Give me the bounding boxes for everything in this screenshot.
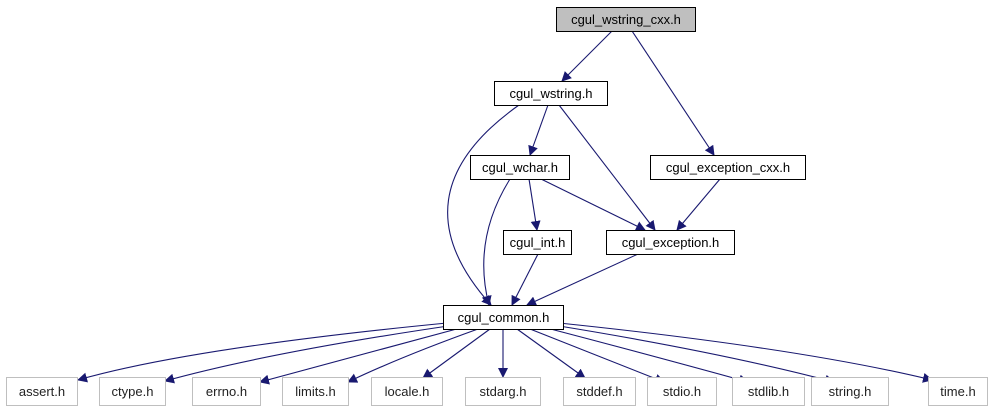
node-cgul-exception[interactable]: cgul_exception.h — [606, 230, 735, 255]
node-box-cgul-common — [443, 305, 564, 330]
edge-cgul-wchar-to-cgul-common — [481, 178, 511, 306]
edge-cgul-exception-to-cgul-common — [526, 253, 639, 306]
node-label-stdarg: stdarg.h — [480, 384, 527, 399]
node-box-cgul-int — [503, 230, 572, 255]
node-box-locale — [371, 377, 443, 406]
node-cgul-wstring-cxx[interactable]: cgul_wstring_cxx.h — [556, 7, 696, 32]
node-label-errno: errno.h — [206, 384, 247, 399]
node-label-cgul-int: cgul_int.h — [510, 235, 566, 250]
node-locale[interactable]: locale.h — [371, 377, 443, 406]
edge-cgul-common-to-time — [558, 322, 933, 383]
node-cgul-int[interactable]: cgul_int.h — [503, 230, 572, 255]
node-stddef[interactable]: stddef.h — [563, 377, 636, 406]
node-limits[interactable]: limits.h — [282, 377, 349, 406]
node-box-stdarg — [465, 377, 541, 406]
edge-cgul-wstring-to-cgul-exception — [558, 104, 656, 231]
node-label-cgul-wchar: cgul_wchar.h — [482, 160, 558, 175]
edges-layer — [77, 30, 933, 385]
node-label-stddef: stddef.h — [576, 384, 622, 399]
node-label-locale: locale.h — [385, 384, 430, 399]
node-box-errno — [192, 377, 261, 406]
node-label-cgul-exception-cxx: cgul_exception_cxx.h — [666, 160, 790, 175]
node-box-limits — [282, 377, 349, 406]
edge-cgul-common-to-errno — [259, 326, 465, 385]
edge-cgul-common-to-assert — [77, 322, 448, 383]
edge-cgul-common-to-limits — [347, 328, 479, 383]
node-box-time — [928, 377, 988, 406]
node-cgul-wstring[interactable]: cgul_wstring.h — [494, 81, 608, 106]
node-box-ctype — [99, 377, 166, 406]
node-label-string: string.h — [829, 384, 872, 399]
node-box-cgul-exception — [606, 230, 735, 255]
edge-cgul-common-to-ctype — [164, 324, 456, 384]
node-label-ctype: ctype.h — [112, 384, 154, 399]
node-errno[interactable]: errno.h — [192, 377, 261, 406]
node-stdio[interactable]: stdio.h — [647, 377, 717, 406]
edge-cgul-wstring-cxx-to-cgul-exception-cxx — [631, 30, 715, 156]
node-stdlib[interactable]: stdlib.h — [732, 377, 805, 406]
node-assert[interactable]: assert.h — [6, 377, 78, 406]
node-box-stddef — [563, 377, 636, 406]
node-ctype[interactable]: ctype.h — [99, 377, 166, 406]
node-cgul-wchar[interactable]: cgul_wchar.h — [470, 155, 570, 180]
edge-cgul-wstring-to-cgul-wchar — [528, 104, 549, 156]
node-label-cgul-common: cgul_common.h — [458, 310, 550, 325]
edge-cgul-common-to-locale — [422, 328, 491, 379]
node-box-cgul-wstring — [494, 81, 608, 106]
node-label-time: time.h — [940, 384, 975, 399]
edge-cgul-wstring-cxx-to-cgul-wstring — [561, 30, 613, 82]
node-string[interactable]: string.h — [811, 377, 889, 406]
edge-cgul-common-to-stdio — [529, 328, 665, 384]
node-label-stdio: stdio.h — [663, 384, 701, 399]
edge-cgul-wchar-to-cgul-exception — [540, 178, 646, 231]
edge-cgul-wchar-to-cgul-int — [528, 178, 541, 231]
node-stdarg[interactable]: stdarg.h — [465, 377, 541, 406]
node-box-stdio — [647, 377, 717, 406]
node-label-cgul-wstring: cgul_wstring.h — [509, 86, 592, 101]
node-label-cgul-wstring-cxx: cgul_wstring_cxx.h — [571, 12, 681, 27]
node-label-cgul-exception: cgul_exception.h — [622, 235, 720, 250]
edge-cgul-int-to-cgul-common — [511, 253, 539, 306]
edge-cgul-common-to-string — [552, 324, 835, 385]
node-label-limits: limits.h — [295, 384, 335, 399]
node-cgul-exception-cxx[interactable]: cgul_exception_cxx.h — [650, 155, 806, 180]
node-time[interactable]: time.h — [928, 377, 988, 406]
edge-cgul-wstring-to-cgul-common — [447, 104, 520, 306]
edge-cgul-exception-cxx-to-cgul-exception — [676, 178, 721, 231]
node-cgul-common[interactable]: cgul_common.h — [443, 305, 564, 330]
node-label-assert: assert.h — [19, 384, 65, 399]
edge-cgul-common-to-stdlib — [542, 326, 749, 385]
node-box-string — [811, 377, 889, 406]
node-box-cgul-wstring-cxx — [556, 7, 696, 32]
node-box-cgul-exception-cxx — [650, 155, 806, 180]
node-box-stdlib — [732, 377, 805, 406]
node-box-cgul-wchar — [470, 155, 570, 180]
edge-cgul-common-to-stddef — [516, 328, 586, 379]
node-box-assert — [6, 377, 78, 406]
nodes-layer: cgul_wstring_cxx.h cgul_wstring.h cgul_exc… — [6, 7, 988, 406]
node-label-stdlib: stdlib.h — [748, 384, 789, 399]
